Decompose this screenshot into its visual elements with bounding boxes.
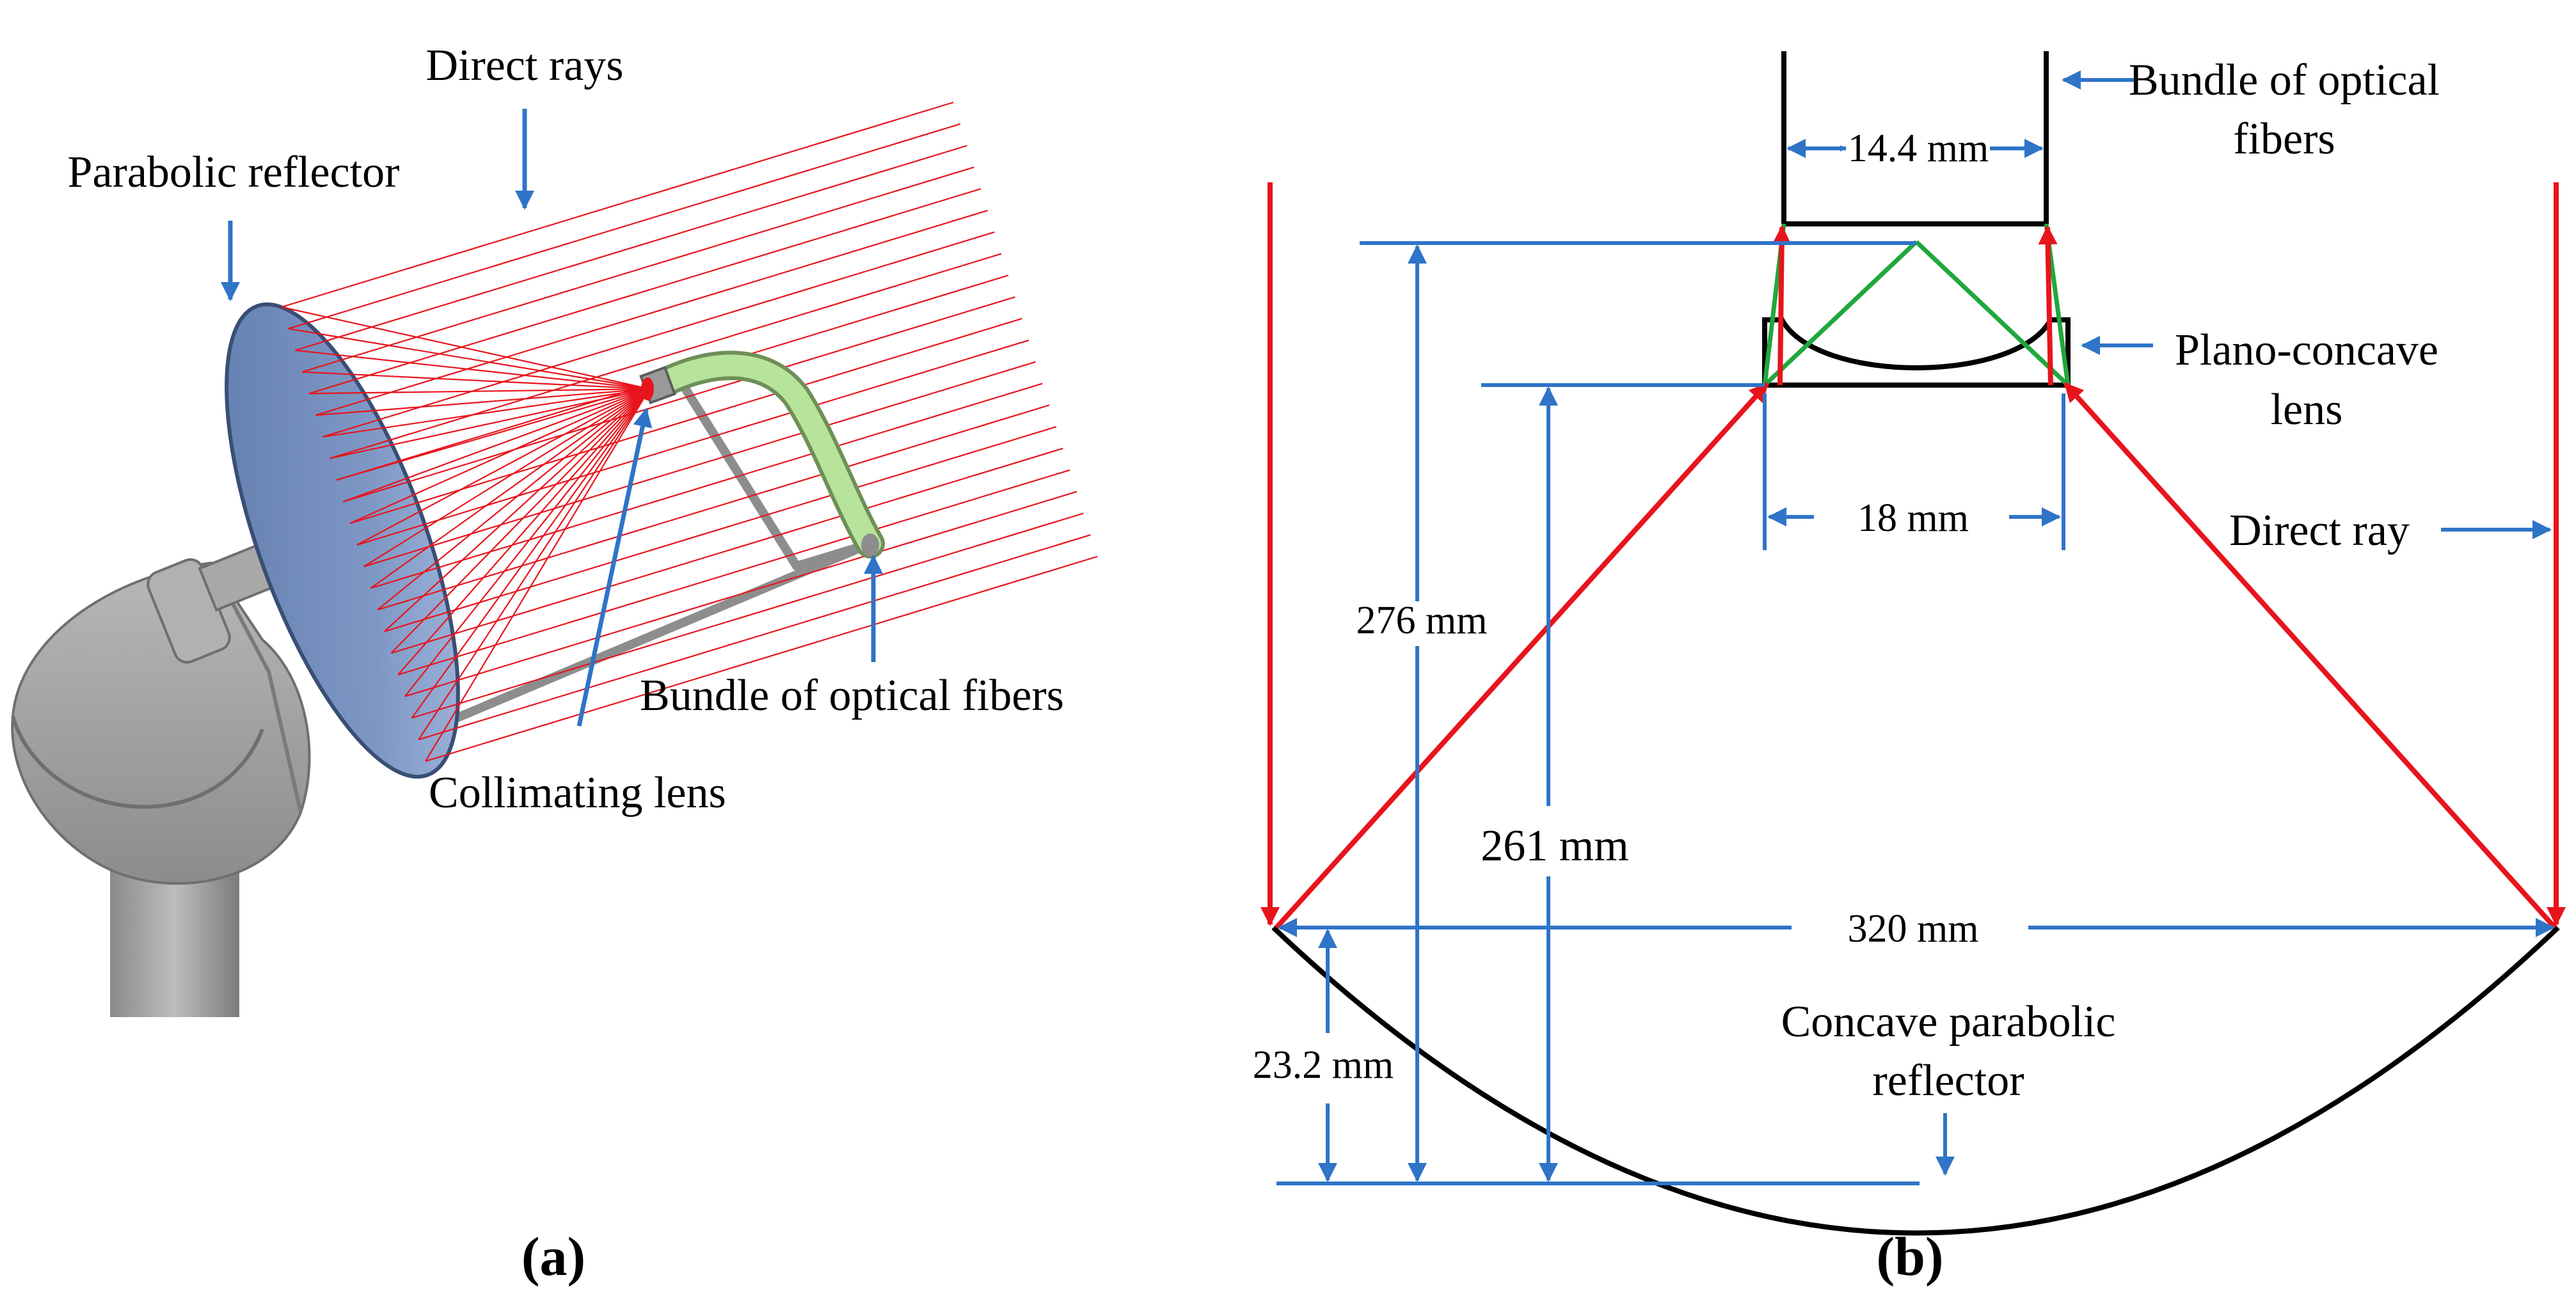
collimating-lens-label: Collimating lens [429, 768, 726, 818]
annotation-arrows-a [221, 109, 883, 727]
fiber-bundle-3d [654, 351, 885, 558]
exit-ray-left [1772, 225, 1792, 386]
reflected-ray [281, 306, 650, 390]
reflected-ray [377, 388, 650, 611]
reflected-ray-left [1275, 382, 1769, 929]
reflected-ray [404, 388, 650, 697]
reflected-ray-right [2063, 382, 2557, 929]
collimating-lens-3d [639, 365, 676, 405]
lens-label-line2: lens [2271, 385, 2343, 434]
dim-height-lens-label: 261 mm [1481, 821, 1628, 871]
reflected-ray [418, 388, 650, 740]
bundle-label-line1: Bundle of optical [2129, 56, 2440, 105]
incident-ray [418, 534, 1091, 741]
incident-ray [343, 296, 1015, 503]
reflected-ray [363, 388, 650, 567]
reflected-ray [411, 388, 650, 719]
panel-b-caption: (b) [1876, 1226, 1943, 1287]
lens-label-line1: Plano-concave [2175, 326, 2438, 375]
incident-ray [370, 383, 1043, 589]
incident-ray [356, 339, 1030, 546]
incident-ray [301, 166, 974, 373]
reflected-ray [336, 388, 650, 481]
reflected-ray [308, 388, 650, 395]
incident-ray [295, 145, 967, 351]
direct-ray-label: Direct ray [2229, 506, 2410, 555]
concave-parabolic-reflector [1271, 926, 2560, 1236]
ray-paths [1260, 182, 2566, 929]
reflected-ray [356, 388, 650, 546]
dim-depth-label: 23.2 mm [1253, 1043, 1394, 1087]
reflected-ray [343, 388, 650, 503]
incident-ray [397, 469, 1070, 676]
incident-ray [377, 404, 1050, 611]
parabolic-reflector-dish [225, 302, 460, 779]
focal-cone [1762, 223, 2071, 387]
incident-ray [329, 253, 1002, 459]
dimension-lines [1276, 70, 2555, 1185]
panel-b: 14.4 mm 18 mm 276 mm 261 mm 320 mm 23.2 … [1253, 51, 2566, 1287]
reflected-ray [390, 388, 650, 654]
dim-fiber-width-label: 14.4 mm [1848, 127, 1989, 170]
incident-ray [384, 426, 1057, 633]
reflected-ray [370, 388, 650, 589]
dim-lens-width-label: 18 mm [1857, 496, 1969, 540]
reflected-ray [425, 388, 650, 762]
incident-ray [411, 512, 1084, 719]
incident-ray [404, 491, 1077, 697]
incident-ray [288, 123, 961, 329]
bundle-of-optical-fibers-label: Bundle of optical fibers [640, 671, 1064, 720]
incident-ray [425, 555, 1098, 763]
incident-ray [322, 231, 995, 438]
reflector-label-line2: reflector [1872, 1056, 2024, 1105]
dim-height-total-label: 276 mm [1356, 599, 1488, 642]
reflected-ray [397, 388, 650, 676]
incident-ray [315, 209, 988, 416]
panel-a: Direct rays Parabolic reflector Bundle o… [11, 41, 1098, 1287]
plano-concave-lens [1762, 317, 2071, 388]
incident-ray [308, 188, 982, 395]
parabolic-reflector-label: Parabolic reflector [68, 148, 400, 197]
mount [11, 533, 311, 1017]
reflected-ray [315, 388, 650, 416]
incident-ray [281, 101, 954, 308]
fiber-bundle-outline [1781, 51, 2049, 226]
bundle-label-line2: fibers [2233, 115, 2335, 164]
exit-ray-right [2038, 225, 2058, 386]
reflector-label-line1: Concave parabolic [1781, 997, 2116, 1047]
incident-ray [363, 361, 1036, 567]
reflected-ray [383, 388, 650, 632]
direct-rays-label: Direct rays [425, 41, 623, 90]
reflected-ray [322, 388, 650, 438]
incident-ray [391, 447, 1063, 654]
dim-aperture-label: 320 mm [1848, 907, 1979, 951]
direct-rays [281, 101, 1098, 763]
reflected-ray [349, 388, 650, 525]
reflected-ray [302, 371, 650, 390]
panel-a-caption: (a) [521, 1226, 585, 1287]
